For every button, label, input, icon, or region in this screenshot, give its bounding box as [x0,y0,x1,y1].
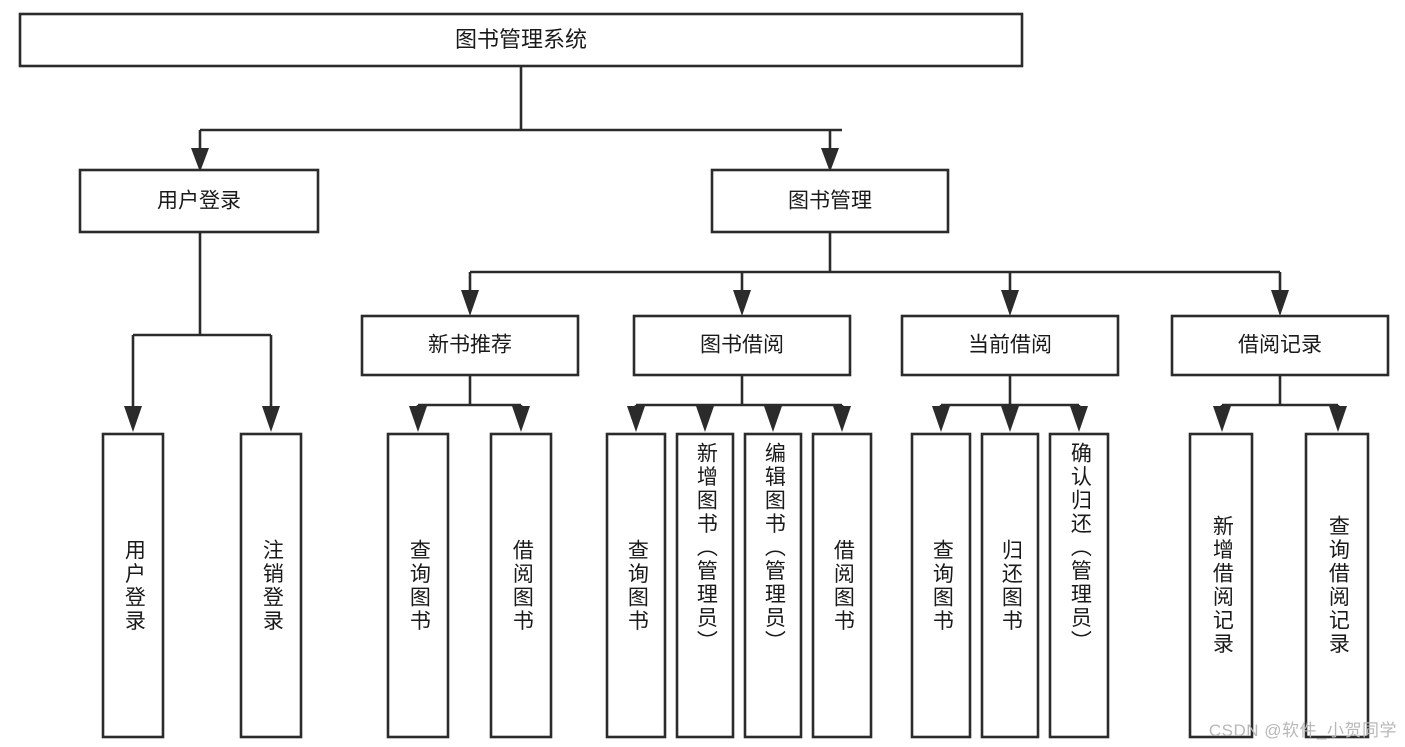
node-new-book-recommend-box[interactable] [360,314,580,377]
arrow-userlogin-leaf-2 [262,406,280,432]
node-book-borrow-box[interactable] [632,314,852,377]
arrow-newbook-leaf-2 [512,406,530,432]
leaf-box-query-book-2[interactable] [605,432,667,739]
leaf-box-add-borrow-record[interactable] [1188,432,1254,739]
arrow-to-current-borrow [1001,290,1019,316]
arrow-borrowrecord-leaf-2 [1329,406,1347,432]
arrow-currentborrow-leaf-2 [1001,406,1019,432]
node-root[interactable]: 图书管理系统 [18,12,1024,68]
leaf-box-add-book-admin[interactable] [675,432,735,739]
leaf-box-query-book-1[interactable] [386,432,450,739]
node-borrow-record-label: 借阅记录 [1238,334,1322,357]
arrow-to-new-book [461,290,479,316]
node-book-manage-box[interactable] [710,168,950,234]
arrow-root-to-user-login [191,148,209,172]
node-current-borrow-label: 当前借阅 [968,334,1052,357]
arrow-to-borrow-record [1271,290,1289,316]
node-new-book-recommend-label: 新书推荐 [428,334,512,357]
leaf-box-edit-book-admin[interactable] [743,432,803,739]
leaf-box-borrow-book-1[interactable] [489,432,553,739]
leaf-box-return-book[interactable] [980,432,1040,739]
node-user-login[interactable]: 用户登录 [78,168,320,234]
node-book-borrow-label: 图书借阅 [700,334,784,357]
arrow-newbook-leaf-1 [409,406,427,432]
arrow-root-to-book-manage [821,148,839,172]
arrow-currentborrow-leaf-3 [1070,406,1088,432]
node-borrow-record-box[interactable] [1170,314,1390,377]
leaf-box-borrow-book-2[interactable] [811,432,873,739]
node-current-borrow-box[interactable] [900,314,1120,377]
node-book-manage[interactable]: 图书管理 [710,168,950,234]
leaf-box-logout[interactable] [239,432,303,739]
leaf-box-confirm-return-admin[interactable] [1048,432,1110,739]
arrow-currentborrow-leaf-1 [932,406,950,432]
node-borrow-record[interactable]: 借阅记录 [1170,314,1390,377]
connectors [124,66,1347,432]
arrow-bookborrow-leaf-3 [764,406,782,432]
node-root-box[interactable] [18,12,1024,68]
node-new-book-recommend[interactable]: 新书推荐 [360,314,580,377]
arrow-userlogin-leaf-1 [124,406,142,432]
node-book-borrow[interactable]: 图书借阅 [632,314,852,377]
arrow-borrowrecord-leaf-1 [1213,406,1231,432]
watermark: CSDN @软件_小贺同学 [1208,721,1397,740]
leaf-box-query-borrow-record[interactable] [1304,432,1370,739]
node-user-login-box[interactable] [78,168,320,234]
node-book-manage-label: 图书管理 [788,190,872,213]
node-root-label: 图书管理系统 [455,27,587,52]
node-user-login-label: 用户登录 [157,190,241,213]
leaf-box-query-book-3[interactable] [910,432,972,739]
node-current-borrow[interactable]: 当前借阅 [900,314,1120,377]
leaf-box-user-login[interactable] [101,432,165,739]
leaf-boxes [101,432,1370,739]
arrow-bookborrow-leaf-2 [696,406,714,432]
arrow-bookborrow-leaf-1 [627,406,645,432]
arrow-to-book-borrow [733,290,751,316]
arrow-bookborrow-leaf-4 [833,406,851,432]
